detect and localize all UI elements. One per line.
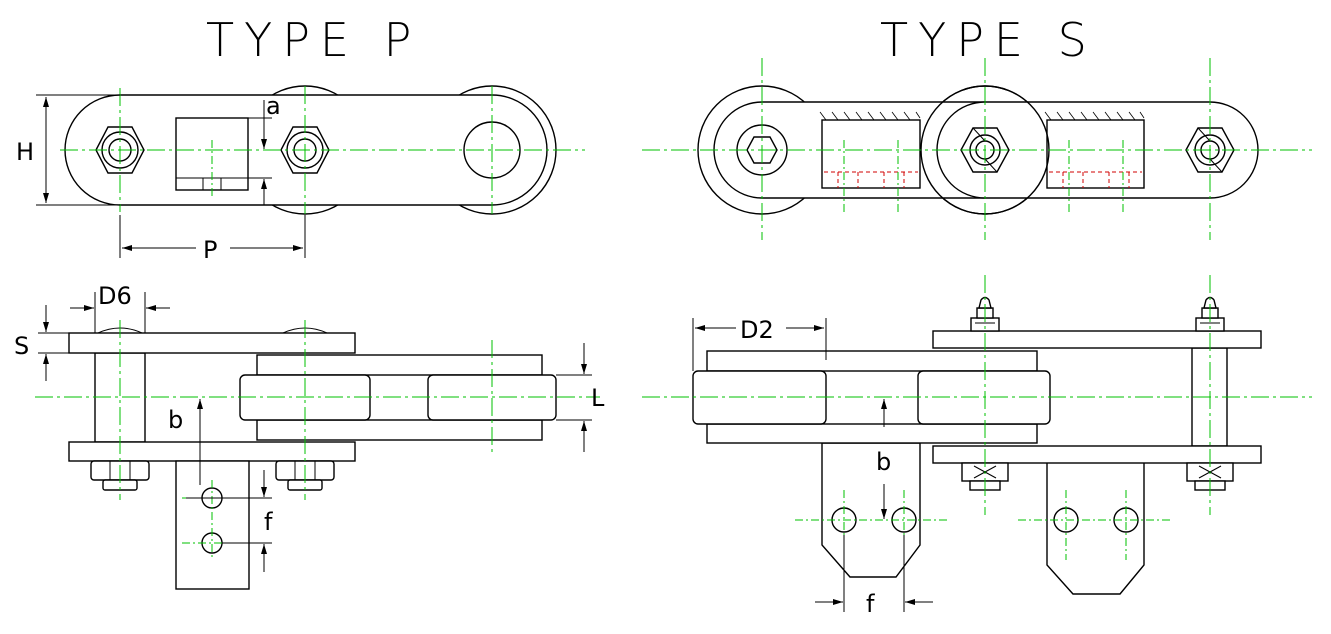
attachment-plate	[1046, 459, 1145, 595]
dim-label-p: P	[203, 236, 217, 264]
dim-label-f-s: f	[866, 590, 875, 618]
outer-plate	[68, 441, 356, 462]
type-p-side-view: D6 S L b f	[14, 282, 605, 590]
title-type-p: TYPE P	[206, 13, 421, 67]
dim-label-h: H	[16, 138, 34, 166]
outer-plate	[932, 330, 1262, 349]
attachment-block	[1046, 119, 1145, 189]
dim-label-d6: D6	[98, 282, 132, 310]
type-p-top-view: H a P	[16, 85, 585, 264]
dim-label-d2: D2	[740, 316, 774, 344]
dim-label-b-p: b	[168, 406, 183, 434]
outer-plate	[932, 445, 1262, 464]
title-type-s: TYPE S	[880, 13, 1097, 67]
attachment-block	[821, 119, 921, 189]
dim-label-l: L	[591, 384, 605, 412]
dim-label-b-s: b	[876, 448, 891, 476]
outer-plate	[68, 332, 356, 354]
type-s-side-view: D2 b f	[642, 275, 1312, 618]
dim-label-a: a	[266, 92, 281, 120]
dim-label-s: S	[14, 332, 29, 360]
inner-plate	[706, 423, 1038, 444]
type-s-top-view	[642, 58, 1312, 240]
inner-plate	[256, 354, 543, 376]
dim-label-f-p: f	[264, 508, 273, 536]
inner-plate	[256, 419, 543, 441]
inner-plate	[706, 350, 1038, 372]
